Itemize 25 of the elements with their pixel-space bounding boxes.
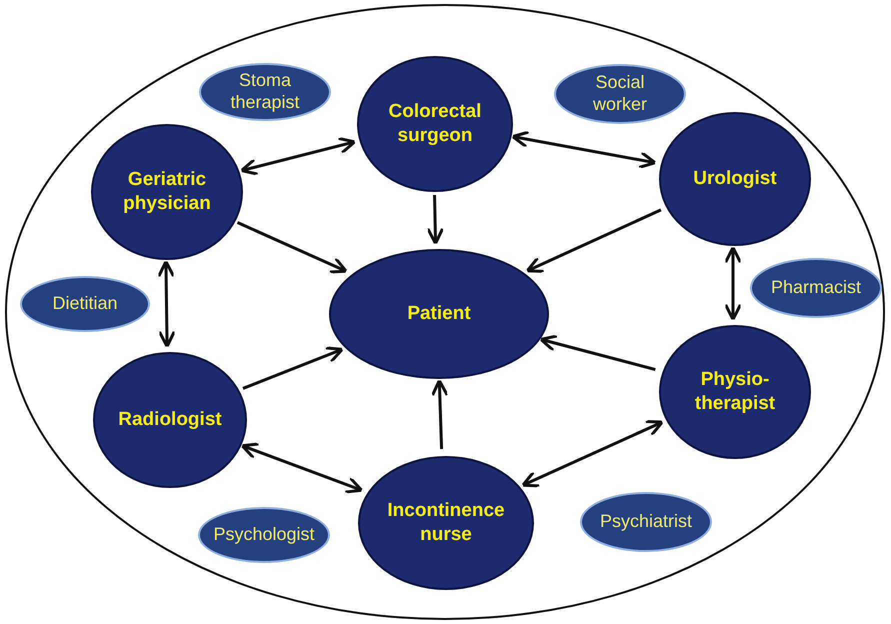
arrow bbox=[426, 194, 444, 245]
role-label: Geriatric physician bbox=[122, 168, 212, 216]
role-label: Pharmacist bbox=[770, 277, 862, 299]
arrow bbox=[236, 221, 348, 274]
arrow bbox=[240, 136, 356, 176]
arrow bbox=[521, 420, 664, 488]
role-label: Colorectal surgeon bbox=[388, 100, 482, 148]
arrow bbox=[539, 334, 656, 371]
role-label: Physio- therapist bbox=[694, 368, 776, 416]
arrow bbox=[240, 442, 364, 494]
role-label: Radiologist bbox=[117, 408, 223, 432]
role-label: Urologist bbox=[692, 167, 778, 191]
role-label: Stoma therapist bbox=[229, 70, 301, 114]
arrow bbox=[724, 246, 742, 321]
arrow bbox=[430, 378, 449, 450]
role-label: Patient bbox=[406, 302, 472, 326]
arrow bbox=[526, 208, 662, 273]
role-label: Incontinence nurse bbox=[386, 499, 506, 547]
arrow bbox=[242, 346, 344, 390]
arrow bbox=[511, 130, 657, 169]
role-label: Dietitian bbox=[51, 293, 119, 315]
role-label: Social worker bbox=[592, 72, 648, 116]
arrow bbox=[157, 260, 176, 348]
role-label: Psychologist bbox=[212, 524, 316, 546]
role-label: Psychiatrist bbox=[598, 511, 694, 533]
